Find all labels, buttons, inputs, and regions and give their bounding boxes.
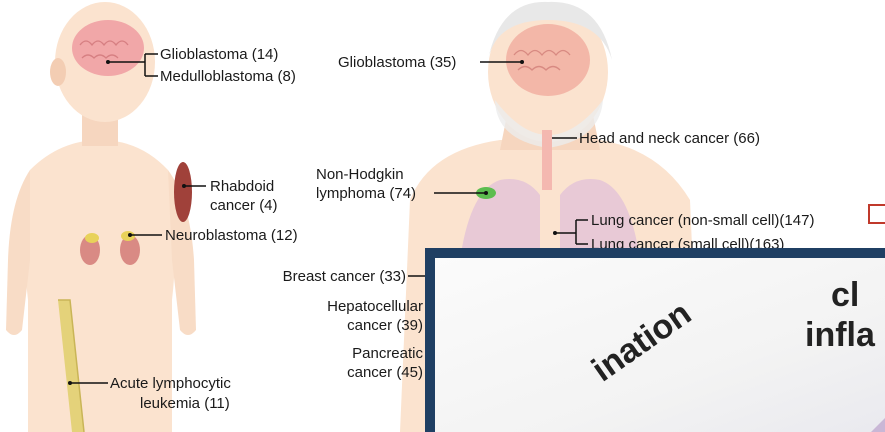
overlay-heading-line1: cl bbox=[831, 276, 859, 315]
overlay-heading-line2: infla bbox=[805, 316, 875, 355]
overlay-arrow-shape bbox=[855, 398, 885, 432]
label-adult-breast: Breast cancer (33) bbox=[240, 268, 406, 285]
highlight-box bbox=[868, 204, 885, 224]
label-child-medulloblastoma: Medulloblastoma (8) bbox=[160, 68, 296, 85]
label-adult-pancreatic-line1: Pancreatic bbox=[240, 345, 423, 362]
child-brain bbox=[72, 20, 144, 76]
label-adult-head-neck: Head and neck cancer (66) bbox=[579, 130, 760, 147]
overlay-diagonal-text: ination bbox=[585, 294, 699, 390]
label-child-neuroblastoma: Neuroblastoma (12) bbox=[165, 227, 298, 244]
label-adult-nhl-line2: lymphoma (74) bbox=[316, 185, 416, 202]
label-child-rhabdoid-line2: cancer (4) bbox=[210, 197, 278, 214]
label-child-leukemia-line1: Acute lymphocytic bbox=[110, 375, 231, 392]
label-adult-hepatocellular-line2: cancer (39) bbox=[240, 317, 423, 334]
label-adult-lung-nsc: Lung cancer (non-small cell)(147) bbox=[591, 212, 814, 229]
label-child-leukemia-line2: leukemia (11) bbox=[140, 395, 230, 412]
label-adult-hepatocellular-line1: Hepatocellular bbox=[240, 298, 423, 315]
label-adult-nhl-line1: Non-Hodgkin bbox=[316, 166, 404, 183]
child-rhabdoid-muscle bbox=[174, 162, 192, 222]
adult-trachea bbox=[542, 130, 552, 190]
label-child-glioblastoma: Glioblastoma (14) bbox=[160, 46, 278, 63]
adult-brain bbox=[506, 24, 590, 96]
overlay-slide-content: cl infla ination bbox=[435, 258, 885, 432]
overlay-slide: cl infla ination bbox=[425, 248, 885, 432]
label-child-rhabdoid-line1: Rhabdoid bbox=[210, 178, 274, 195]
label-adult-pancreatic-line2: cancer (45) bbox=[240, 364, 423, 381]
label-adult-glioblastoma: Glioblastoma (35) bbox=[338, 54, 456, 71]
